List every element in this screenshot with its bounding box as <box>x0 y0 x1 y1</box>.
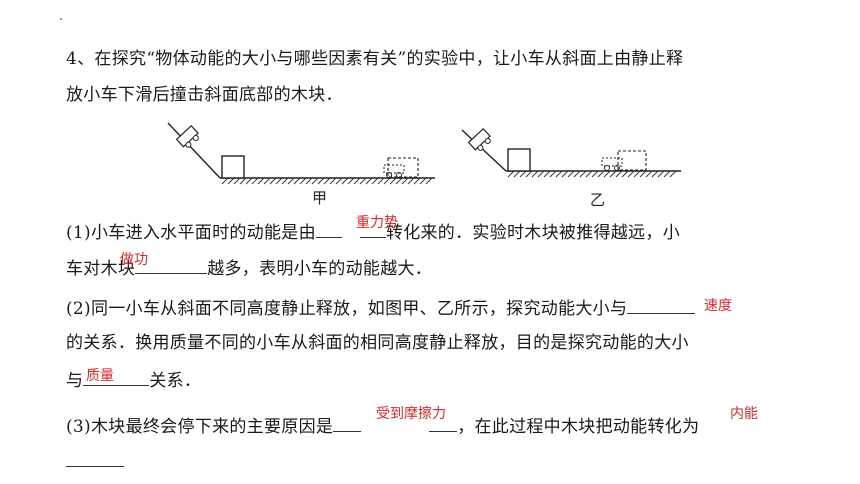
part-2-line-2: 的关系．换用质量不同的小车从斜面的相同高度静止释放，目的是探究动能的大小 <box>66 333 689 353</box>
decorative-dot <box>60 18 62 20</box>
part-1-text-b: 转化来的．实验时木块被推得越远，小 <box>385 223 680 243</box>
part-2-text-c: 与 <box>66 371 84 391</box>
block-icon <box>221 155 245 179</box>
figure-right: 乙 <box>461 127 681 209</box>
part-3-text-b: ，在此过程中木块把动能转化为 <box>457 417 700 437</box>
blank-6[interactable] <box>66 466 124 467</box>
part-2-line-3: 与 关系． <box>66 368 201 392</box>
answer-5: 受到摩擦力 <box>376 406 446 422</box>
part-1-text-c: 车对木块 <box>66 259 136 279</box>
cart-icon <box>467 127 491 151</box>
blank-4[interactable] <box>83 368 150 386</box>
figure-right-label: 乙 <box>590 191 605 209</box>
part-2-text-a: (2)同一小车从斜面不同高度静止释放，如图甲、乙所示，探究动能大小与 <box>66 299 628 319</box>
cart-icon <box>175 124 199 148</box>
blank-5b[interactable] <box>429 414 458 432</box>
part-3-line-1: (3)木块最终会停下来的主要原因是 ，在此过程中木块把动能转化为 <box>66 414 699 438</box>
answer-1: 重力势 <box>356 215 398 231</box>
block-icon <box>507 148 531 172</box>
figure-left: 甲 <box>167 122 435 207</box>
part-1-line-1: (1)小车进入水平面时的动能是由 转化来的．实验时木块被推得越远，小 <box>66 220 680 244</box>
blank-5a[interactable] <box>333 414 362 432</box>
question-line-2: 放小车下滑后撞击斜面底部的木块． <box>66 85 343 105</box>
answer-6: 内能 <box>730 406 758 422</box>
answer-4: 质量 <box>86 368 114 384</box>
blank-2[interactable] <box>135 256 208 274</box>
blank-3[interactable] <box>627 296 696 314</box>
part-2-line-1: (2)同一小车从斜面不同高度静止释放，如图甲、乙所示，探究动能大小与 <box>66 296 696 320</box>
part-1-text-d: 越多，表明小车的动能越大． <box>207 259 433 279</box>
question-line-1: 4、在探究“物体动能的大小与哪些因素有关”的实验中，让小车从斜面上由静止释 <box>66 49 684 69</box>
answer-3: 速度 <box>704 298 732 314</box>
figure-left-label: 甲 <box>312 189 327 207</box>
part-2-text-d: 关系． <box>149 371 202 391</box>
answer-2: 做功 <box>120 252 148 268</box>
part-1-line-2: 车对木块 越多，表明小车的动能越大． <box>66 256 432 280</box>
part-3-text-a: (3)木块最终会停下来的主要原因是 <box>66 417 334 437</box>
blank-1b[interactable] <box>359 220 386 238</box>
part-1-text-a: (1)小车进入水平面时的动能是由 <box>66 223 316 243</box>
blank-1a[interactable] <box>315 220 342 238</box>
